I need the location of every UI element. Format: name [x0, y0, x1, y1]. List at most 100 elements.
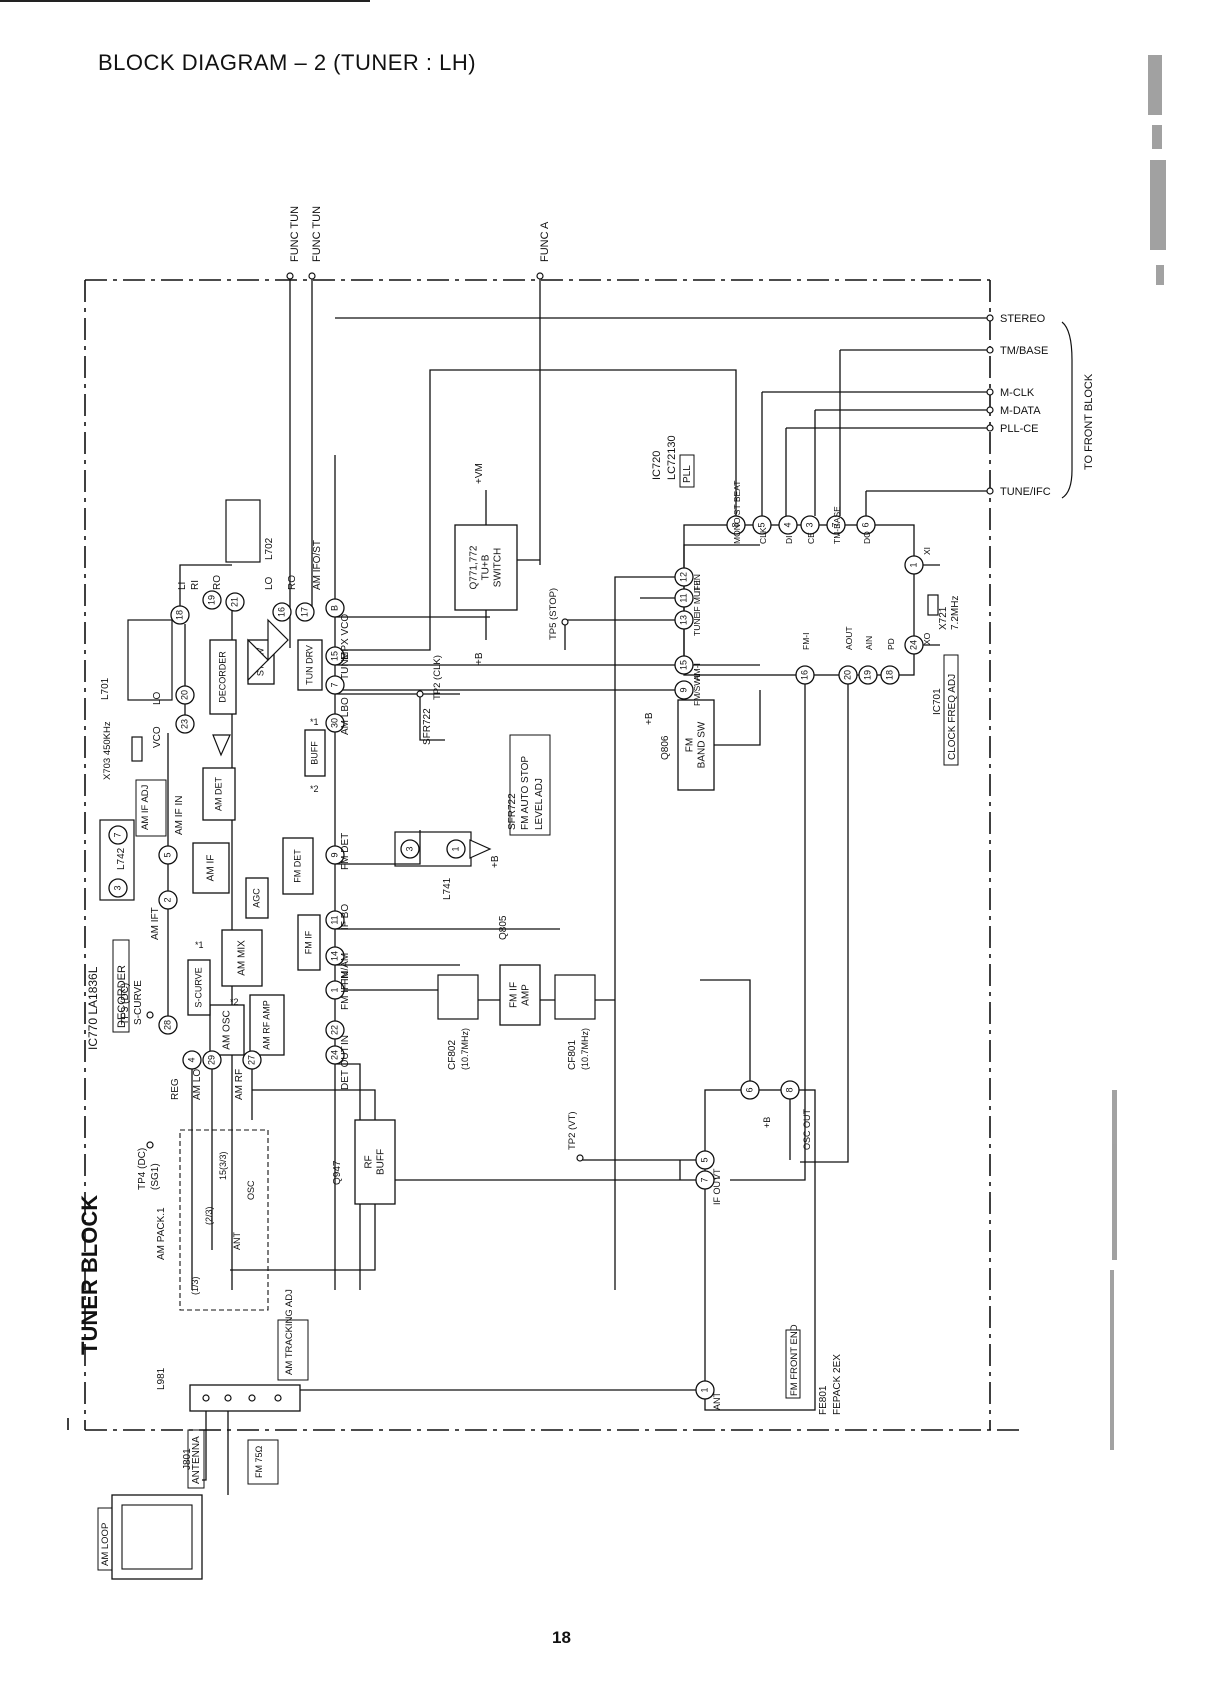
ic720-pin-label: AM-I — [692, 663, 702, 681]
ic720-pin — [726, 515, 746, 535]
ic720-pin — [674, 588, 694, 608]
ic720-function: PLL — [682, 465, 693, 483]
l742-pin-number: 3 — [112, 885, 122, 890]
antenna-label: ANTENNA — [191, 1436, 202, 1484]
fe801-pin-label: OSC OUT — [802, 1108, 812, 1150]
cf801-filter — [554, 974, 596, 1020]
ic720-pin-label: CE — [806, 532, 816, 544]
ic720-pin-number: 8 — [730, 522, 740, 527]
tp4-terminal — [146, 1141, 154, 1149]
ic770-pin-number: 24 — [329, 1050, 339, 1060]
fe801-pin-label: VT — [712, 1168, 722, 1180]
fe801-function: FM FRONT END — [789, 1324, 800, 1396]
fm-75-label: FM 75Ω — [254, 1445, 264, 1478]
fe801-pin-label: IF OUT — [712, 1175, 722, 1205]
ic720-pin — [778, 515, 798, 535]
plus-b-wire — [700, 979, 751, 1081]
front-block-terminal-3 — [986, 406, 994, 414]
tp2-clk-label: TP2 (CLK) — [432, 655, 443, 700]
ic770-pin-label: AM LBO — [340, 697, 351, 735]
ic770-pin — [202, 1050, 222, 1070]
front-block-terminal-4 — [986, 424, 994, 432]
func-tun-terminal-1 — [286, 272, 294, 280]
ic720-outline — [683, 524, 915, 676]
q771-switch-block-label: Q771,772 — [469, 545, 480, 589]
front-block-label: TO FRONT BLOCK — [1083, 373, 1095, 470]
ic720-pin-label: XI — [922, 547, 932, 555]
q806-band-sw-block-outline — [677, 699, 715, 791]
ic770-pin-number: 9 — [329, 852, 339, 857]
q805-name: Q805 — [498, 915, 509, 940]
ic770-pin-number: 2 — [162, 897, 172, 902]
front-block-terminal-1 — [986, 346, 994, 354]
l741-pin — [446, 839, 466, 859]
am-mix-block-label: AM MIX — [237, 940, 248, 976]
vt-wire — [579, 1158, 696, 1161]
ic770-pin — [175, 685, 195, 705]
l741-plus-b: +B — [490, 855, 501, 868]
ic701-name: IC701 — [932, 688, 943, 715]
ic770-pin-label: FM DET — [340, 833, 351, 870]
j801-terminal-3 — [274, 1394, 282, 1402]
sfr722-name-2: SFR722 — [507, 793, 518, 830]
ic720-pin — [856, 515, 876, 535]
fm-if-block: FM IF — [297, 914, 321, 971]
l741-pin — [400, 839, 420, 859]
ic770-pin-number: 30 — [329, 718, 339, 728]
ic770-function-box — [112, 939, 130, 1033]
q806-band-sw-block-label: BAND SW — [697, 721, 708, 768]
decorder-inner-block: DECORDER — [209, 639, 237, 715]
l741-b-arrow — [469, 839, 492, 859]
ic720-pin-label: FM/SWI — [692, 675, 702, 706]
fe801-pin — [740, 1080, 760, 1100]
l742-block — [99, 819, 135, 901]
fe801-pin — [695, 1380, 715, 1400]
q805-fm-if-amp-outline — [499, 964, 541, 1026]
tune-wire — [564, 619, 675, 650]
ic770-pin-label: IF BO — [340, 904, 351, 930]
ic720-pin-number: 9 — [678, 687, 688, 692]
ic770-pin — [325, 845, 345, 865]
am-osc-block-label: AM OSC — [222, 1010, 233, 1049]
ic770-name: IC770 LA1836L — [86, 966, 100, 1050]
ic720-pin — [674, 655, 694, 675]
ic701-adj: CLOCK FREQ ADJ — [947, 674, 958, 760]
ic770-pin-number: 20 — [179, 690, 189, 700]
cf802-name: CF802 — [447, 1040, 458, 1070]
agc-block-label: AGC — [251, 888, 261, 908]
am-if-block-outline — [192, 842, 230, 894]
fm-det-to-l741 — [335, 830, 421, 865]
ic720-pin-label: DI — [784, 536, 794, 545]
ic720-pin-label: DO — [862, 531, 872, 544]
fm-if-block-label: FM IF — [303, 930, 313, 954]
sfr722-name: SFR722 — [422, 708, 433, 745]
ic770-pin-number: 17 — [299, 607, 309, 617]
ic770-pin-label: AM IFT — [150, 907, 161, 940]
l981-name: L981 — [156, 1367, 167, 1390]
ic770-pin — [325, 675, 345, 695]
ic770-pin-label: LO — [152, 691, 163, 705]
fm-det-block: FM DET — [282, 837, 314, 895]
tp3-terminal — [146, 1011, 154, 1019]
ic770-pin-label: AM RF — [234, 1069, 245, 1100]
ic770-pin — [325, 598, 345, 618]
buff-block: BUFF — [304, 729, 326, 777]
ic720-pin-label: PD — [886, 638, 896, 650]
ic770-pin-label: TUNE — [340, 652, 351, 680]
q771-switch-block-label: TU+B — [481, 554, 492, 580]
l701-name: L701 — [100, 677, 111, 700]
am-pack-sub-label: (1/3) — [190, 1276, 200, 1295]
am-osc-block: AM OSC — [209, 1004, 245, 1056]
ic770-pin-number: 15 — [329, 651, 339, 661]
ic720-pin-number: 1 — [908, 562, 918, 567]
decorder-inner-block-label: DECORDER — [217, 651, 227, 703]
q947-name: Q947 — [332, 1160, 343, 1185]
am-rf-amp-block-outline — [249, 994, 285, 1056]
star1-marker-2: *1 — [310, 717, 319, 727]
ic770-function: DECORDER — [116, 965, 128, 1028]
fe801-name: FE801 — [818, 1385, 829, 1415]
front-block-terminal-0 — [986, 314, 994, 322]
ic720-pin-label: IF MUTE — [692, 580, 702, 614]
